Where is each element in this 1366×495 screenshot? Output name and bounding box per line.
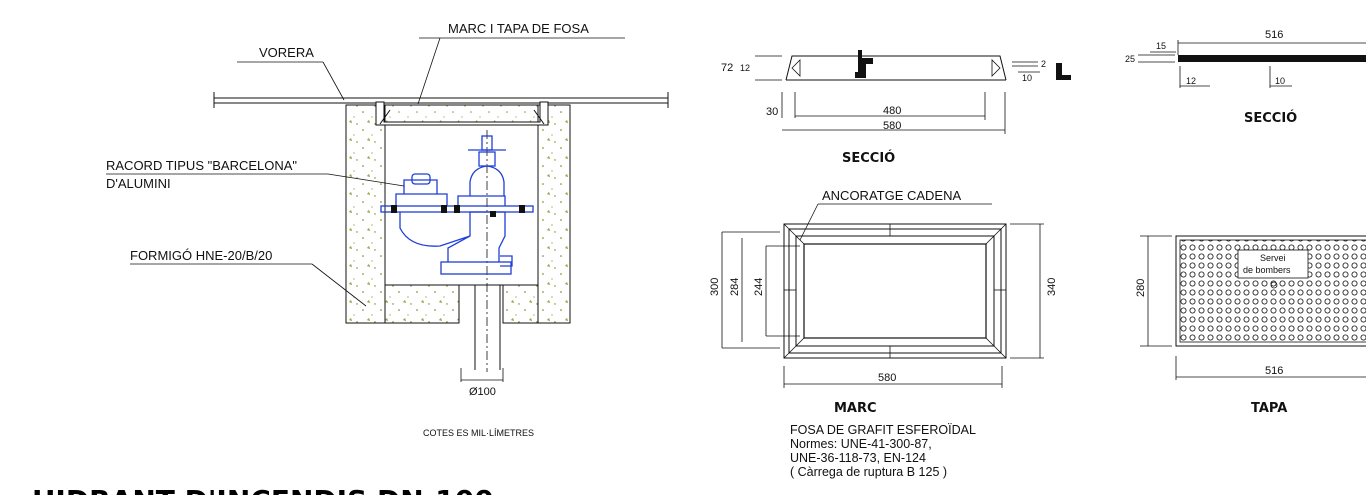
dim-2: 2 (1041, 59, 1046, 69)
servei-line-1: Servei (1260, 253, 1286, 263)
tapa-dim-25: 25 (1125, 54, 1135, 64)
diameter-label: Ø100 (469, 386, 496, 398)
dim-340: 340 (1046, 278, 1058, 296)
racord-label-1: RACORD TIPUS "BARCELONA" (106, 158, 297, 173)
dim-244: 244 (753, 278, 765, 296)
material-note: FOSA DE GRAFIT ESFEROÏDAL Normes: UNE-41… (790, 423, 976, 479)
dim-10: 10 (1022, 73, 1032, 83)
tapa-plan: Servei de bombers 280 516 TAPA (1135, 235, 1366, 416)
cotes-note: COTES ES MIL·LÍMETRES (423, 428, 534, 438)
tapa-dim-516: 516 (1265, 29, 1283, 41)
marc-section-title: SECCIÓ (842, 150, 895, 166)
tapa-dim-280: 280 (1135, 279, 1147, 297)
tapa-dim-10: 10 (1275, 76, 1285, 86)
dim-580: 580 (883, 120, 901, 132)
racord-label-2: D'ALUMINI (106, 176, 171, 191)
dim-284: 284 (729, 278, 741, 296)
marc-plan: ANCORATGE CADENA 300 284 244 340 580 MAR… (709, 188, 1058, 416)
pit-section: Ø100 MARC I TAPA DE FOSA VORERA RACORD T… (106, 21, 669, 438)
dim-480: 480 (883, 105, 901, 117)
tapa-plan-title: TAPA (1251, 401, 1287, 416)
tapa-section-title: SECCIÓ (1244, 110, 1297, 126)
material-line-1: FOSA DE GRAFIT ESFEROÏDAL (790, 423, 976, 437)
material-line-3: UNE-36-118-73, EN-124 (790, 451, 926, 465)
dim-12: 12 (740, 63, 750, 73)
dim-30: 30 (766, 106, 778, 118)
marc-section: 2 10 72 12 30 480 580 SECCIÓ (721, 50, 1071, 166)
vorera-label: VORERA (259, 45, 314, 60)
ancoratge-label: ANCORATGE CADENA (822, 188, 961, 203)
drawing-title: HIDRANT D'INCENDIS DN-100 (32, 484, 494, 495)
tapa-dim-15: 15 (1156, 41, 1166, 51)
dim-72: 72 (721, 62, 733, 74)
servei-line-2: de bombers (1243, 265, 1291, 275)
hydrant-body (380, 135, 534, 275)
dim-300: 300 (709, 278, 721, 296)
material-line-4: ( Càrrega de ruptura B 125 ) (790, 465, 947, 479)
tapa-dim-516-plan: 516 (1265, 365, 1283, 377)
tapa-dim-12: 12 (1186, 76, 1196, 86)
marc-tapa-label: MARC I TAPA DE FOSA (448, 21, 589, 36)
marc-plan-title: MARC (834, 401, 877, 416)
material-line-2: Normes: UNE-41-300-87, (790, 437, 932, 451)
formigo-label: FORMIGÓ HNE-20/B/20 (130, 248, 272, 263)
dim-580-plan: 580 (878, 372, 896, 384)
tapa-section: 516 25 15 12 10 SECCIÓ (1125, 29, 1366, 126)
